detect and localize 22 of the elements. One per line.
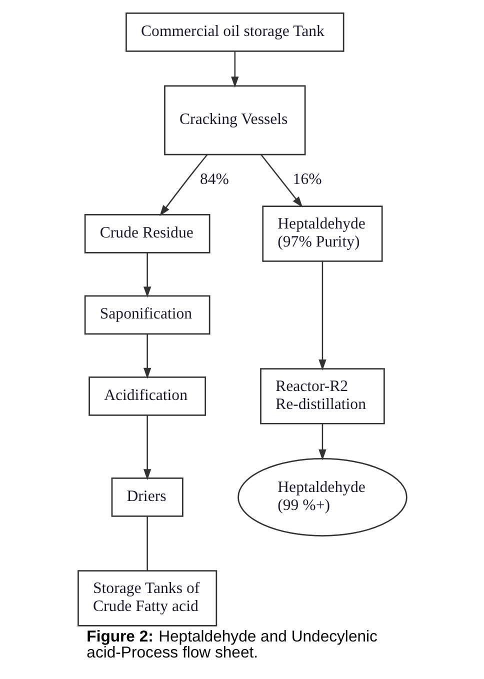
node-box: Crude Residue: [84, 214, 210, 254]
edge-label: 84%: [199, 171, 228, 188]
edge-label: 16%: [292, 171, 322, 188]
connector: [146, 516, 148, 571]
node-box: Commercial oil storage Tank: [125, 12, 344, 52]
caption: Figure 2: Heptaldehyde and Undecylenic acid-Process flow sheet.: [86, 628, 377, 662]
node-box: Storage Tanks of Crude Fatty acid: [77, 570, 217, 626]
node-box: Saponification: [84, 295, 210, 335]
arrow: [318, 261, 326, 371]
node-box: Reactor-R2 Re-distillation: [260, 368, 384, 424]
arrow: [142, 252, 151, 298]
arrow: [318, 424, 326, 460]
node-box: Heptaldehyde (97% Purity): [262, 206, 382, 262]
arrow: [159, 154, 208, 216]
arrow: [230, 51, 238, 88]
node-ellipse: Heptaldehyde (99 %+): [237, 458, 407, 536]
node-box: Driers: [110, 478, 183, 517]
arrow: [142, 415, 151, 480]
node-box: Cracking Vessels: [164, 85, 306, 156]
arrow: [260, 154, 302, 208]
node-box: Acidification: [88, 376, 206, 416]
arrow: [142, 334, 151, 379]
